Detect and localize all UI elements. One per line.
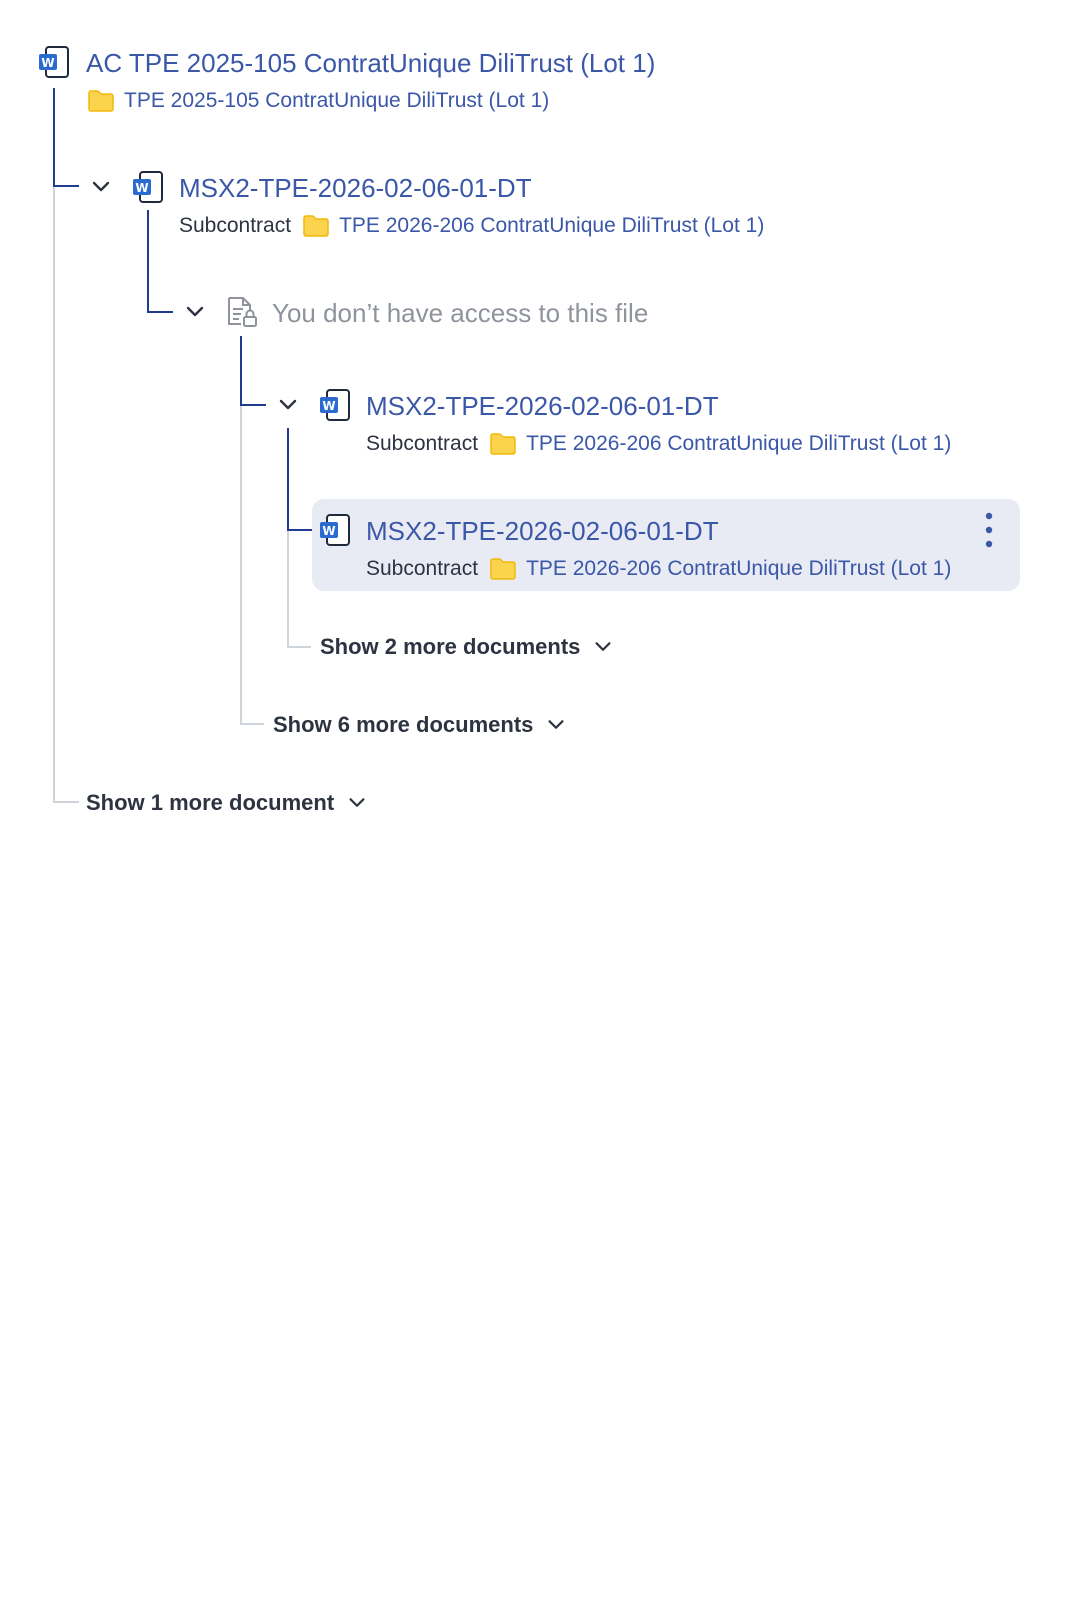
- document-relations-tree: W AC TPE 2025-105 ContratUnique DiliTrus…: [39, 46, 1020, 817]
- child-document-meta: Subcontract TPE 2026-206 ContratUnique D…: [366, 431, 951, 457]
- tree-connector: [240, 723, 264, 725]
- chevron-down-icon[interactable]: [276, 393, 300, 417]
- chevron-down-icon[interactable]: [183, 300, 207, 324]
- word-document-icon: W: [320, 389, 350, 421]
- tree-connector: [53, 187, 55, 803]
- tree-connector: [53, 185, 79, 187]
- tree-connector: [287, 529, 313, 531]
- show-more-documents-button[interactable]: Show 6 more documents: [273, 711, 567, 739]
- chevron-down-icon: [349, 798, 365, 807]
- word-document-icon: W: [133, 171, 163, 203]
- root-document-folder-link[interactable]: TPE 2025-105 ContratUnique DiliTrust (Lo…: [124, 89, 550, 112]
- root-document-title[interactable]: AC TPE 2025-105 ContratUnique DiliTrust …: [86, 48, 656, 78]
- tree-connector: [240, 406, 242, 724]
- word-document-icon: W: [39, 46, 69, 78]
- tree-connector: [240, 404, 266, 406]
- tree-connector: [147, 311, 173, 313]
- root-document-meta: TPE 2025-105 ContratUnique DiliTrust (Lo…: [88, 88, 549, 114]
- document-type-label: Subcontract: [366, 557, 479, 580]
- show-more-documents-button[interactable]: Show 1 more document: [86, 789, 368, 817]
- document-type-label: Subcontract: [179, 214, 292, 237]
- tree-connector: [53, 88, 55, 186]
- current-document-row[interactable]: [312, 499, 1020, 591]
- child-document-folder-link[interactable]: TPE 2026-206 ContratUnique DiliTrust (Lo…: [526, 432, 952, 455]
- tree-connector: [287, 531, 289, 647]
- locked-document-icon: [228, 297, 257, 327]
- svg-text:W: W: [135, 181, 148, 195]
- show-more-documents-button[interactable]: Show 2 more documents: [320, 633, 614, 661]
- current-document-folder-link[interactable]: TPE 2026-206 ContratUnique DiliTrust (Lo…: [526, 557, 952, 580]
- current-document-meta: Subcontract TPE 2026-206 ContratUnique D…: [366, 556, 951, 582]
- no-access-message: You don’t have access to this file: [272, 298, 649, 328]
- chevron-down-icon: [595, 642, 611, 651]
- folder-icon: [490, 433, 516, 455]
- document-type-label: Subcontract: [366, 432, 479, 455]
- tree-connector: [287, 428, 289, 530]
- child-document-title[interactable]: MSX2-TPE-2026-02-06-01-DT: [366, 391, 719, 421]
- svg-text:W: W: [322, 399, 335, 413]
- show-more-label: Show 2 more documents: [320, 634, 581, 659]
- folder-icon: [490, 558, 516, 580]
- folder-icon: [88, 90, 114, 112]
- word-document-icon: W: [320, 514, 350, 546]
- child-document-folder-link[interactable]: TPE 2026-206 ContratUnique DiliTrust (Lo…: [339, 214, 765, 237]
- svg-text:W: W: [41, 56, 54, 70]
- child-document-meta: Subcontract TPE 2026-206 ContratUnique D…: [179, 213, 764, 239]
- current-document-title[interactable]: MSX2-TPE-2026-02-06-01-DT: [366, 516, 719, 546]
- chevron-down-icon: [548, 720, 564, 729]
- folder-icon: [303, 215, 329, 237]
- show-more-label: Show 1 more document: [86, 790, 335, 815]
- tree-connector: [147, 210, 149, 312]
- tree-connector: [240, 336, 242, 406]
- svg-text:W: W: [322, 524, 335, 538]
- show-more-label: Show 6 more documents: [273, 712, 534, 737]
- tree-connector: [287, 646, 311, 648]
- tree-connector: [53, 801, 79, 803]
- chevron-down-icon[interactable]: [89, 175, 113, 199]
- child-document-title[interactable]: MSX2-TPE-2026-02-06-01-DT: [179, 173, 532, 203]
- more-vertical-icon[interactable]: [981, 510, 997, 550]
